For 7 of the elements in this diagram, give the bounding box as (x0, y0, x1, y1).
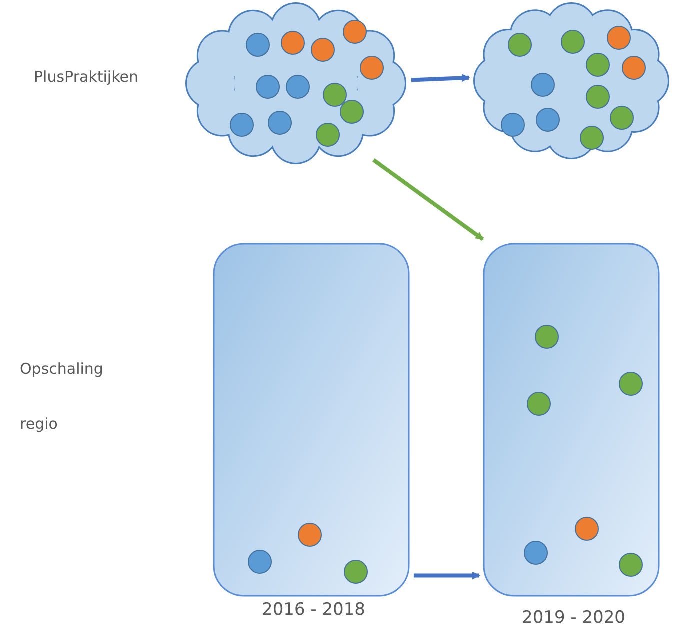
period-label: 2019 - 2020 (522, 608, 626, 628)
arrow (414, 572, 480, 580)
row-label: Opschaling regio (20, 359, 104, 435)
period-label: 2016 - 2018 (262, 600, 366, 620)
arrow (372, 158, 484, 242)
row-label: PlusPraktijken (34, 68, 138, 86)
arrow (411, 74, 470, 82)
